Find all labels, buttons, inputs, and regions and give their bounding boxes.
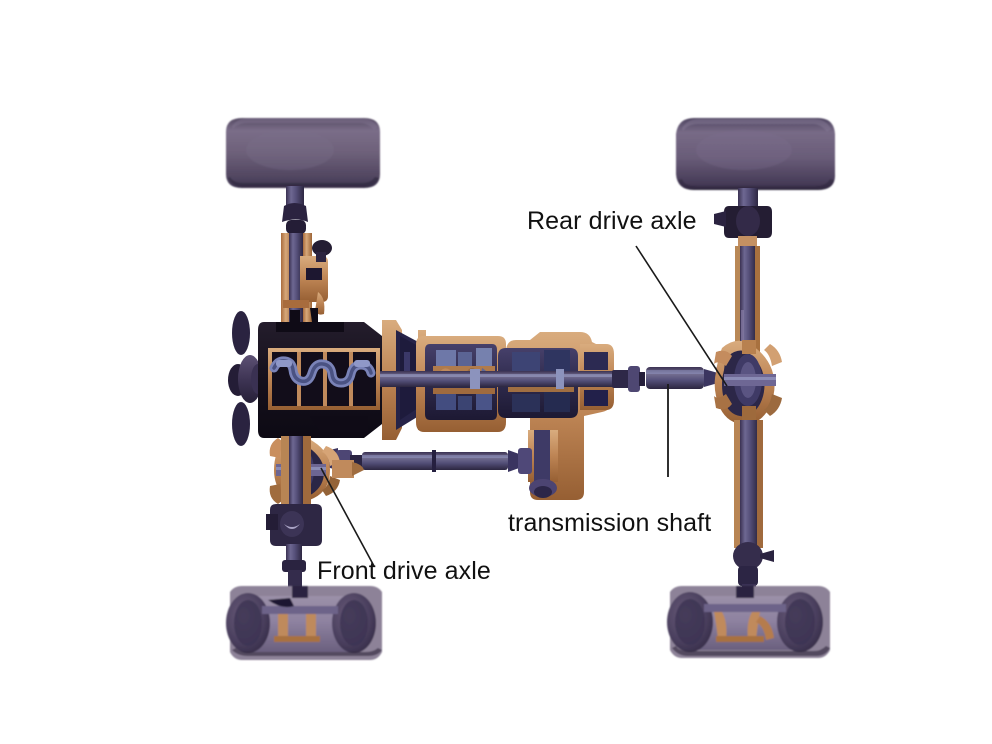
label-front-drive-axle: Front drive axle [317,557,491,585]
cooling-fan [228,311,265,446]
wheel-rear-right [667,586,830,658]
transmission-shaft-assembly [612,366,726,392]
leader-rear-drive-axle [635,245,728,387]
engine-block [258,308,382,438]
rear-differential [714,340,782,424]
wheel-front-left [226,118,380,188]
label-rear-drive-axle: Rear drive axle [527,207,697,235]
main-output-shaft [380,369,618,389]
label-transmission-shaft: transmission shaft [508,509,712,537]
axle-shaft-front-right [714,188,772,380]
axle-shaft-front-left [281,186,332,325]
wheel-rear-left [226,586,382,660]
leader-front-drive-axle [320,467,375,567]
wheel-front-right [676,118,836,190]
front-propeller-shaft [322,448,532,474]
powertrain-cutaway [228,308,618,500]
